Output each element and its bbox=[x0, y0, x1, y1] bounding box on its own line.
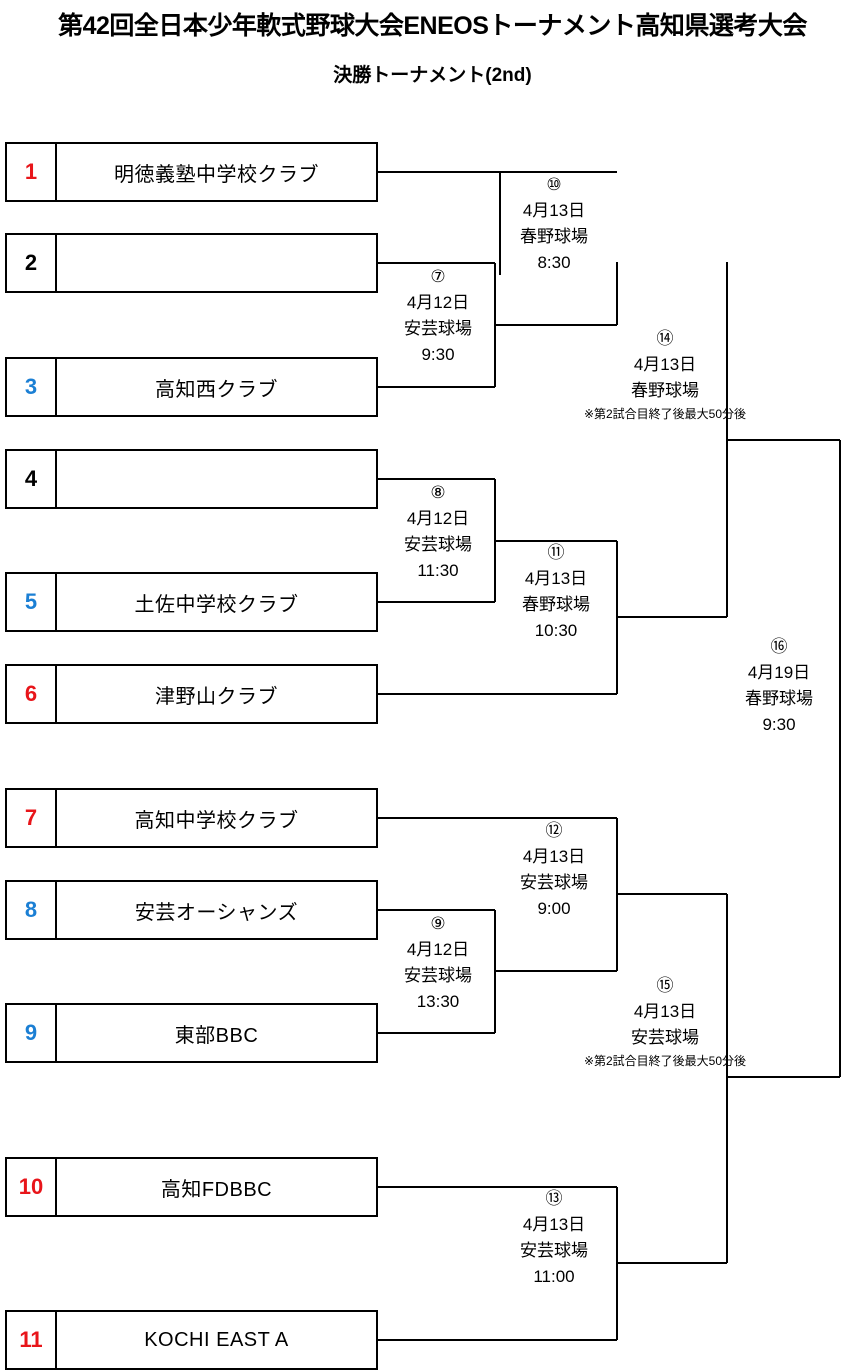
match-number-14: ⑭ bbox=[656, 329, 674, 348]
seed-number-11: 11 bbox=[7, 1312, 57, 1368]
match-date-14: 4月13日 bbox=[633, 355, 697, 374]
seed-box-10[interactable]: 10 高知FDBBC bbox=[5, 1157, 378, 1217]
team-name-5: 土佐中学校クラブ bbox=[134, 593, 299, 616]
match-venue-11: 春野球場 bbox=[522, 595, 590, 614]
page-subtitle: 決勝トーナメント(2nd) bbox=[333, 65, 532, 86]
match-time-9: 13:30 bbox=[416, 992, 460, 1011]
team-name-6: 津野山クラブ bbox=[155, 685, 278, 708]
match-info-10: ⑩ 4月13日 春野球場 8:30 bbox=[495, 176, 613, 271]
match-date-15: 4月13日 bbox=[633, 1002, 697, 1021]
match-number-12: ⑫ bbox=[545, 821, 563, 840]
seed-number-5: 5 bbox=[7, 574, 57, 630]
match-venue-13: 安芸球場 bbox=[520, 1241, 588, 1260]
match-note-14: ※第2試合目終了後最大50分後 bbox=[583, 407, 747, 421]
match-date-11: 4月13日 bbox=[524, 569, 588, 588]
match-venue-12: 安芸球場 bbox=[520, 873, 588, 892]
match-venue-14: 春野球場 bbox=[631, 381, 699, 400]
match-info-14: ⑭ 4月13日 春野球場 ※第2試合目終了後最大50分後 bbox=[584, 329, 746, 420]
page-title: 第42回全日本少年軟式野球大会ENEOSトーナメント高知県選考大会 bbox=[58, 12, 807, 40]
match-time-10: 8:30 bbox=[537, 253, 571, 272]
match-venue-8: 安芸球場 bbox=[404, 535, 472, 554]
seed-number-2: 2 bbox=[7, 235, 57, 291]
team-name-9: 東部BBC bbox=[174, 1024, 259, 1047]
match-date-8: 4月12日 bbox=[406, 509, 470, 528]
match-date-10: 4月13日 bbox=[522, 201, 586, 220]
seed-box-6[interactable]: 6 津野山クラブ bbox=[5, 664, 378, 724]
line-seed1-to-m10 bbox=[378, 171, 501, 275]
match-venue-15: 安芸球場 bbox=[631, 1028, 699, 1047]
team-name-2 bbox=[57, 235, 376, 291]
seed-number-8: 8 bbox=[7, 882, 57, 938]
match-venue-16: 春野球場 bbox=[745, 689, 813, 708]
match-number-11: ⑪ bbox=[547, 543, 565, 562]
seed-box-3[interactable]: 3 高知西クラブ bbox=[5, 357, 378, 417]
match-number-15: ⑮ bbox=[656, 976, 674, 995]
seed-box-2[interactable]: 2 bbox=[5, 233, 378, 293]
match-time-8: 11:30 bbox=[417, 561, 459, 580]
match-time-11: 10:30 bbox=[534, 621, 578, 640]
match-info-11: ⑪ 4月13日 春野球場 10:30 bbox=[497, 544, 615, 639]
match-info-16: ⑯ 4月19日 春野球場 9:30 bbox=[720, 638, 838, 733]
match-number-13: ⑬ bbox=[545, 1189, 563, 1208]
match-info-15: ⑮ 4月13日 安芸球場 ※第2試合目終了後最大50分後 bbox=[584, 976, 746, 1067]
match-info-13: ⑬ 4月13日 安芸球場 11:00 bbox=[495, 1190, 613, 1285]
match-venue-7: 安芸球場 bbox=[404, 319, 472, 338]
team-name-11: KOCHI EAST A bbox=[144, 1328, 289, 1351]
match-date-13: 4月13日 bbox=[522, 1215, 586, 1234]
seed-number-7: 7 bbox=[7, 790, 57, 846]
seed-box-7[interactable]: 7 高知中学校クラブ bbox=[5, 788, 378, 848]
match-venue-10: 春野球場 bbox=[520, 227, 588, 246]
match-info-12: ⑫ 4月13日 安芸球場 9:00 bbox=[495, 822, 613, 917]
match-info-9: ⑨ 4月12日 安芸球場 13:30 bbox=[383, 915, 493, 1010]
team-name-8: 安芸オーシャンズ bbox=[134, 901, 299, 924]
match-date-9: 4月12日 bbox=[406, 940, 470, 959]
match-time-12: 9:00 bbox=[537, 899, 571, 918]
match-number-8: ⑧ bbox=[430, 483, 446, 502]
seed-box-4[interactable]: 4 bbox=[5, 449, 378, 509]
match-time-16: 9:30 bbox=[762, 715, 796, 734]
match-info-8: ⑧ 4月12日 安芸球場 11:30 bbox=[383, 484, 493, 579]
match-note-15: ※第2試合目終了後最大50分後 bbox=[583, 1054, 747, 1068]
seed-box-11[interactable]: 11 KOCHI EAST A bbox=[5, 1310, 378, 1370]
match-number-7: ⑦ bbox=[430, 267, 446, 286]
match-info-7: ⑦ 4月12日 安芸球場 9:30 bbox=[383, 268, 493, 363]
team-name-4 bbox=[57, 451, 376, 507]
seed-box-1[interactable]: 1 明徳義塾中学校クラブ bbox=[5, 142, 378, 202]
seed-number-9: 9 bbox=[7, 1005, 57, 1061]
match-time-7: 9:30 bbox=[421, 345, 455, 364]
seed-number-6: 6 bbox=[7, 666, 57, 722]
match-number-9: ⑨ bbox=[430, 914, 446, 933]
match-date-12: 4月13日 bbox=[522, 847, 586, 866]
match-venue-9: 安芸球場 bbox=[404, 966, 472, 985]
seed-box-5[interactable]: 5 土佐中学校クラブ bbox=[5, 572, 378, 632]
match-date-7: 4月12日 bbox=[406, 293, 470, 312]
team-name-1: 明徳義塾中学校クラブ bbox=[114, 163, 319, 186]
seed-number-3: 3 bbox=[7, 359, 57, 415]
seed-number-4: 4 bbox=[7, 451, 57, 507]
seed-box-8[interactable]: 8 安芸オーシャンズ bbox=[5, 880, 378, 940]
match-number-16: ⑯ bbox=[770, 637, 788, 656]
team-name-7: 高知中学校クラブ bbox=[134, 809, 299, 832]
team-name-10: 高知FDBBC bbox=[160, 1178, 273, 1201]
match-time-13: 11:00 bbox=[533, 1267, 575, 1286]
match-date-16: 4月19日 bbox=[747, 663, 811, 682]
match-number-10: ⑩ bbox=[546, 175, 562, 194]
seed-number-10: 10 bbox=[7, 1159, 57, 1215]
team-name-3: 高知西クラブ bbox=[155, 378, 278, 401]
seed-number-1: 1 bbox=[7, 144, 57, 200]
seed-box-9[interactable]: 9 東部BBC bbox=[5, 1003, 378, 1063]
